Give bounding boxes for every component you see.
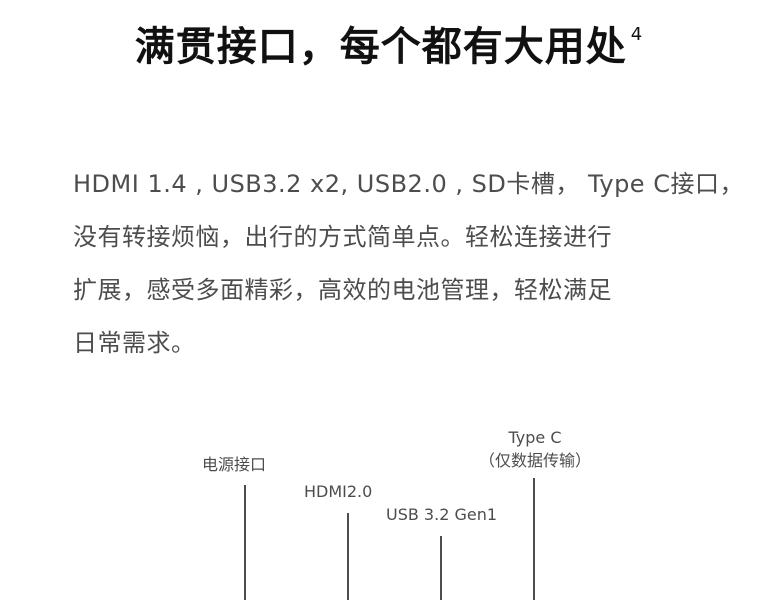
typec-port-name: Type C <box>508 428 562 447</box>
usb-port-leader-line <box>440 536 442 600</box>
title-text: 满贯接口，每个都有大用处 <box>134 24 627 70</box>
hdmi-port-leader-line <box>347 513 349 600</box>
power-port-label: 电源接口 <box>202 455 267 474</box>
description-line: 日常需求。 <box>73 329 196 357</box>
typec-port-label: Type C （仅数据传输） <box>470 428 600 471</box>
typec-port-leader-line <box>533 478 535 600</box>
usb-port-label: USB 3.2 Gen1 <box>386 505 498 524</box>
description-line: 没有转接烦恼，出行的方式简单点。轻松连接进行 <box>73 223 612 251</box>
description-line: 扩展，感受多面精彩，高效的电池管理，轻松满足 <box>73 276 612 304</box>
power-port-leader-line <box>244 485 246 600</box>
hdmi-port-label: HDMI2.0 <box>304 482 373 501</box>
title-footnote: 4 <box>630 24 644 45</box>
description: HDMI 1.4 , USB3.2 x2, USB2.0 , SD卡槽， Typ… <box>73 158 744 370</box>
typec-port-note: （仅数据传输） <box>478 451 591 470</box>
description-line: HDMI 1.4 , USB3.2 x2, USB2.0 , SD卡槽， Typ… <box>73 170 744 198</box>
